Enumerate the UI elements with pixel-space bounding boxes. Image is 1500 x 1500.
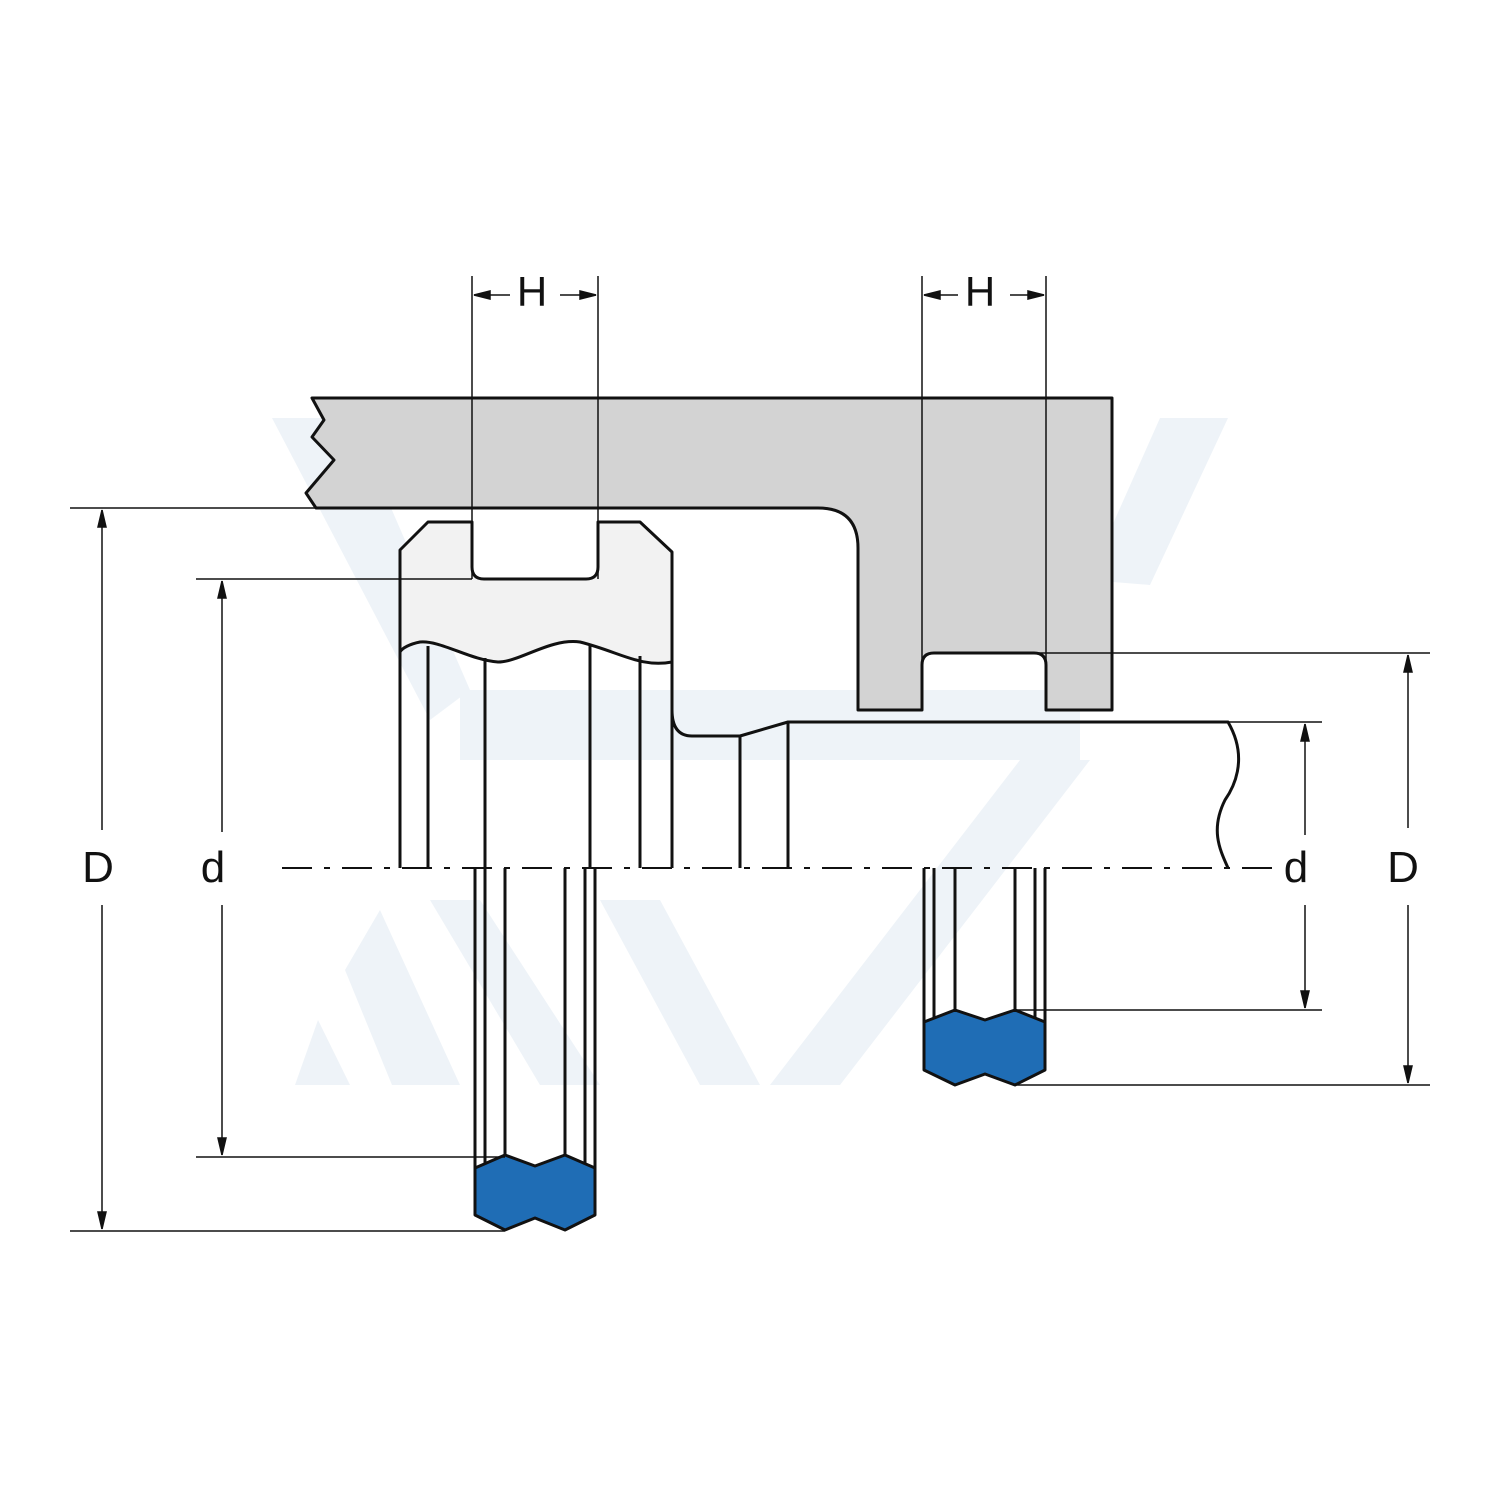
right-seal-section xyxy=(922,1008,1047,1087)
right-outer-diameter-label: D xyxy=(1387,843,1419,892)
left-h-dimension xyxy=(471,276,599,579)
left-ring-section-lines xyxy=(398,646,674,868)
right-outer-diameter-dimension xyxy=(1015,652,1430,1086)
left-inner-diameter-dimension xyxy=(196,578,505,1158)
right-h-label: H xyxy=(965,268,995,315)
right-ring-lower-lines xyxy=(922,868,1047,1025)
left-outer-diameter-label: D xyxy=(82,843,114,892)
rod-section xyxy=(670,709,1240,869)
left-h-label: H xyxy=(517,268,547,315)
right-inner-diameter-dimension xyxy=(1015,721,1322,1011)
left-inner-diameter-label: d xyxy=(201,843,225,892)
left-seal-section xyxy=(473,1153,597,1232)
left-outer-diameter-dimension xyxy=(70,507,505,1232)
right-inner-diameter-label: d xyxy=(1284,843,1308,892)
left-ring-lower-lines xyxy=(473,868,597,1170)
watermark-logo xyxy=(272,418,1228,1085)
right-h-dimension xyxy=(921,276,1047,708)
left-ring-section xyxy=(398,520,674,665)
